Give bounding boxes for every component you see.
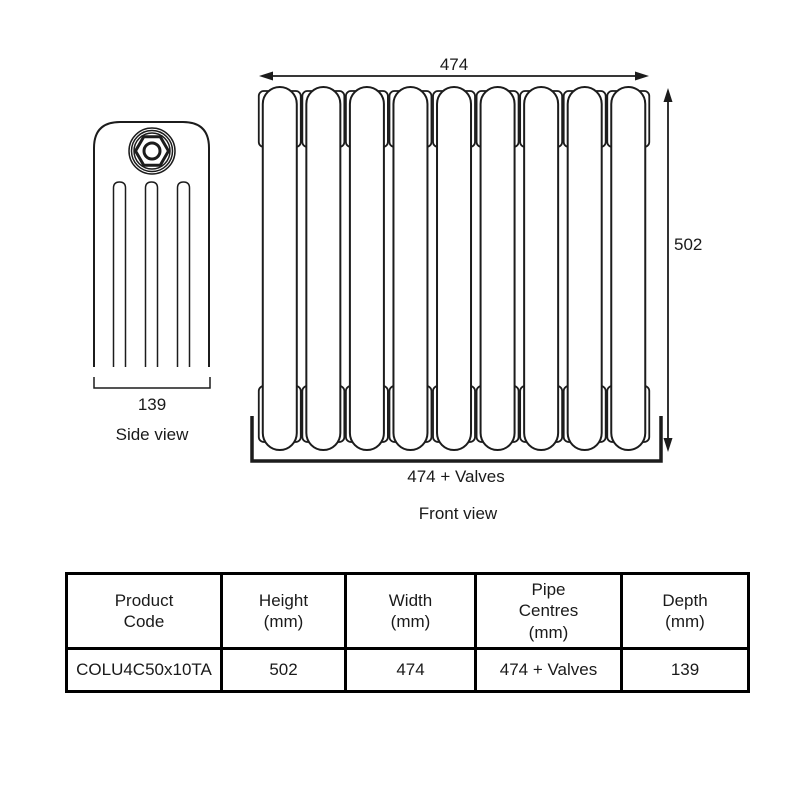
front-view-tubes xyxy=(261,86,647,451)
column-tube xyxy=(479,86,516,451)
valve-bushing-icon xyxy=(128,127,176,175)
column-tube xyxy=(348,86,385,451)
spec-table-header-row: Product Code Height (mm) Width (mm) Pipe… xyxy=(65,572,750,650)
spec-table: Product Code Height (mm) Width (mm) Pipe… xyxy=(65,572,750,693)
pipe-centres-bracket xyxy=(250,416,663,463)
column-tube xyxy=(261,86,298,451)
column-tube xyxy=(610,86,647,451)
column-tube xyxy=(392,86,429,451)
table-header-height: Height (mm) xyxy=(220,572,347,650)
width-dimension: 474 xyxy=(259,55,649,81)
table-cell-product-code: COLU4C50x10TA xyxy=(65,647,223,693)
front-view-drawing: 474 502 474 + Valves Front view xyxy=(250,55,702,523)
spec-table-data-row: COLU4C50x10TA 502 474 474 + Valves 139 xyxy=(65,647,750,693)
table-header-pipe-centres: Pipe Centres (mm) xyxy=(474,572,623,650)
technical-drawing: 139 Side view 474 502 xyxy=(93,55,702,523)
height-dimension-label: 502 xyxy=(674,235,702,254)
column-tube xyxy=(436,86,473,451)
table-header-width: Width (mm) xyxy=(344,572,477,650)
table-header-product-code: Product Code xyxy=(65,572,223,650)
side-view-drawing: 139 Side view xyxy=(93,121,211,444)
side-view-caption: Side view xyxy=(116,425,189,444)
side-view-flute xyxy=(112,181,127,367)
depth-dimension-label: 139 xyxy=(138,395,166,414)
table-cell-width: 474 xyxy=(344,647,477,693)
column-tube xyxy=(523,86,560,451)
side-view-body xyxy=(93,121,210,367)
column-tube xyxy=(305,86,342,451)
height-dimension: 502 xyxy=(663,88,702,452)
width-dimension-label: 474 xyxy=(440,55,468,74)
depth-dimension-bracket xyxy=(93,377,211,389)
table-cell-height: 502 xyxy=(220,647,347,693)
column-tube xyxy=(566,86,603,451)
side-view-flute xyxy=(144,181,159,367)
table-cell-pipe-centres: 474 + Valves xyxy=(474,647,623,693)
side-view-flute xyxy=(176,181,191,367)
table-cell-depth: 139 xyxy=(620,647,750,693)
table-header-depth: Depth (mm) xyxy=(620,572,750,650)
pipe-centres-dimension-label: 474 + Valves xyxy=(407,467,505,486)
front-view-caption: Front view xyxy=(419,504,498,523)
